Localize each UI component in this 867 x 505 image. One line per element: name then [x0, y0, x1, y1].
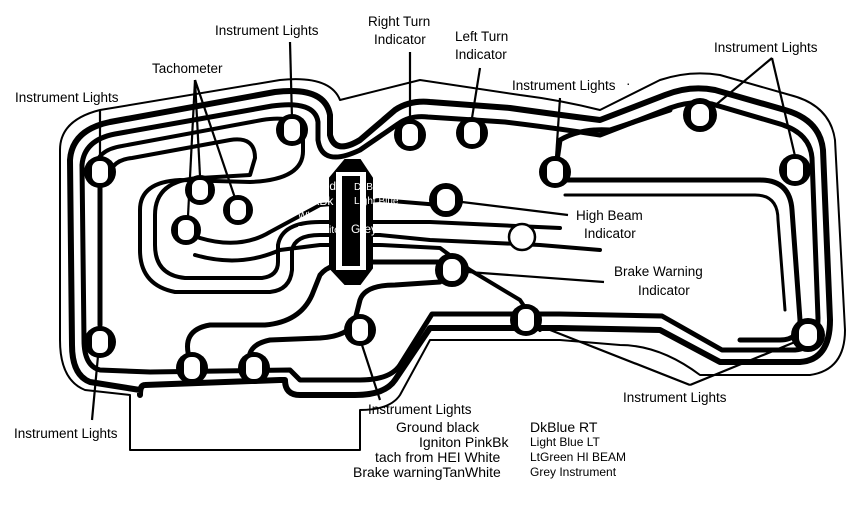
- bulb-socket: [510, 304, 542, 336]
- bulb-socket: [171, 215, 201, 245]
- leader-line: [288, 41, 294, 119]
- label-brake-warning-2: Indicator: [638, 283, 690, 298]
- label-left-turn-2: Indicator: [455, 47, 507, 62]
- connector-label-ltgreen: LtGreen: [376, 207, 419, 221]
- label-instrument-lights-mid-right: Instrument Lights: [512, 78, 616, 93]
- trace-center-2: [193, 243, 542, 332]
- trace-right-upper: [552, 107, 673, 178]
- bulb-socket: [223, 195, 253, 225]
- label-instrument-lights-bottom-left: Instrument Lights: [14, 426, 118, 441]
- bulb-socket: [84, 326, 116, 358]
- tick-mark: ·: [626, 76, 631, 91]
- bulb-socket: [429, 183, 463, 217]
- legend-left-2: tach from HEI White: [375, 449, 500, 465]
- label-high-beam-1: High Beam: [576, 208, 643, 223]
- leader-line: [193, 79, 202, 177]
- connector-label-tanwhite: TanWhite: [298, 225, 340, 236]
- label-brake-warning-1: Brake Warning: [614, 264, 703, 279]
- leader-line: [770, 57, 797, 157]
- label-right-turn-1: Right Turn: [368, 14, 430, 29]
- bulb-socket: [176, 352, 208, 384]
- label-high-beam-2: Indicator: [584, 226, 636, 241]
- connector-label-grey: Grey: [351, 222, 377, 236]
- board-outline: [59, 72, 846, 451]
- label-instrument-lights-bottom-center: Instrument Lights: [368, 402, 472, 417]
- trace-fourth: [106, 137, 562, 280]
- bulb-socket: [185, 175, 215, 205]
- trace-right-box-inner: [563, 193, 787, 312]
- bulb-socket: [435, 253, 469, 287]
- bulb-socket: [539, 156, 571, 188]
- label-right-turn-2: Indicator: [374, 32, 426, 47]
- trace-second: [79, 100, 821, 383]
- connector-label-dkblue: DkBlue: [354, 182, 387, 193]
- connector-label-light-blue: Light Blue: [354, 196, 399, 207]
- trace-center: [178, 198, 442, 245]
- legend-left-0: Ground black: [396, 419, 480, 435]
- leader-line: [193, 79, 237, 199]
- connector-label-pinkbk: PinkBk: [296, 194, 334, 208]
- legend-right-2: LtGreen HI BEAM: [530, 450, 626, 464]
- leader-line: [711, 57, 773, 109]
- mounting-hole: [507, 222, 537, 252]
- legend-left-1: Igniton PinkBk: [419, 434, 509, 450]
- bulb-socket: [683, 98, 717, 132]
- legend-right-0: DkBlue RT: [530, 419, 598, 435]
- label-instrument-lights-top-right: Instrument Lights: [714, 40, 818, 55]
- wire-legend: Ground black Igniton PinkBk tach from HE…: [353, 419, 626, 480]
- trace-right-box: [557, 177, 803, 343]
- label-instrument-lights-bottom-right: Instrument Lights: [623, 390, 727, 405]
- bulb-socket: [791, 318, 825, 352]
- leader-line: [539, 324, 691, 387]
- label-left-turn-1: Left Turn: [455, 29, 508, 44]
- connector-label-ground: Ground: [296, 179, 336, 193]
- leader-line: [461, 200, 569, 217]
- label-tachometer: Tachometer: [152, 61, 223, 76]
- leader-line: [90, 355, 100, 421]
- legend-left-3: Brake warningTanWhite: [353, 464, 501, 480]
- leader-line: [470, 67, 482, 119]
- bulb-socket: [84, 156, 116, 188]
- connector-label-white: White: [298, 211, 324, 222]
- bulb-socket: [779, 154, 811, 186]
- leader-line: [554, 97, 562, 159]
- connector-pin-core: [342, 176, 360, 266]
- bulb-socket: [276, 114, 308, 146]
- leader-line: [689, 340, 796, 387]
- bulb-socket: [344, 314, 376, 346]
- label-instrument-lights-top-left: Instrument Lights: [15, 90, 119, 105]
- leader-line: [186, 79, 197, 217]
- leader-line: [467, 270, 605, 284]
- leader-line: [360, 344, 382, 401]
- label-instrument-lights-top-center: Instrument Lights: [215, 23, 319, 38]
- legend-right-1: Light Blue LT: [530, 435, 600, 449]
- bulb-socket: [456, 117, 488, 149]
- legend-right-3: Grey Instrument: [530, 465, 617, 479]
- bulb-socket: [394, 119, 426, 151]
- bulb-socket: [238, 352, 270, 384]
